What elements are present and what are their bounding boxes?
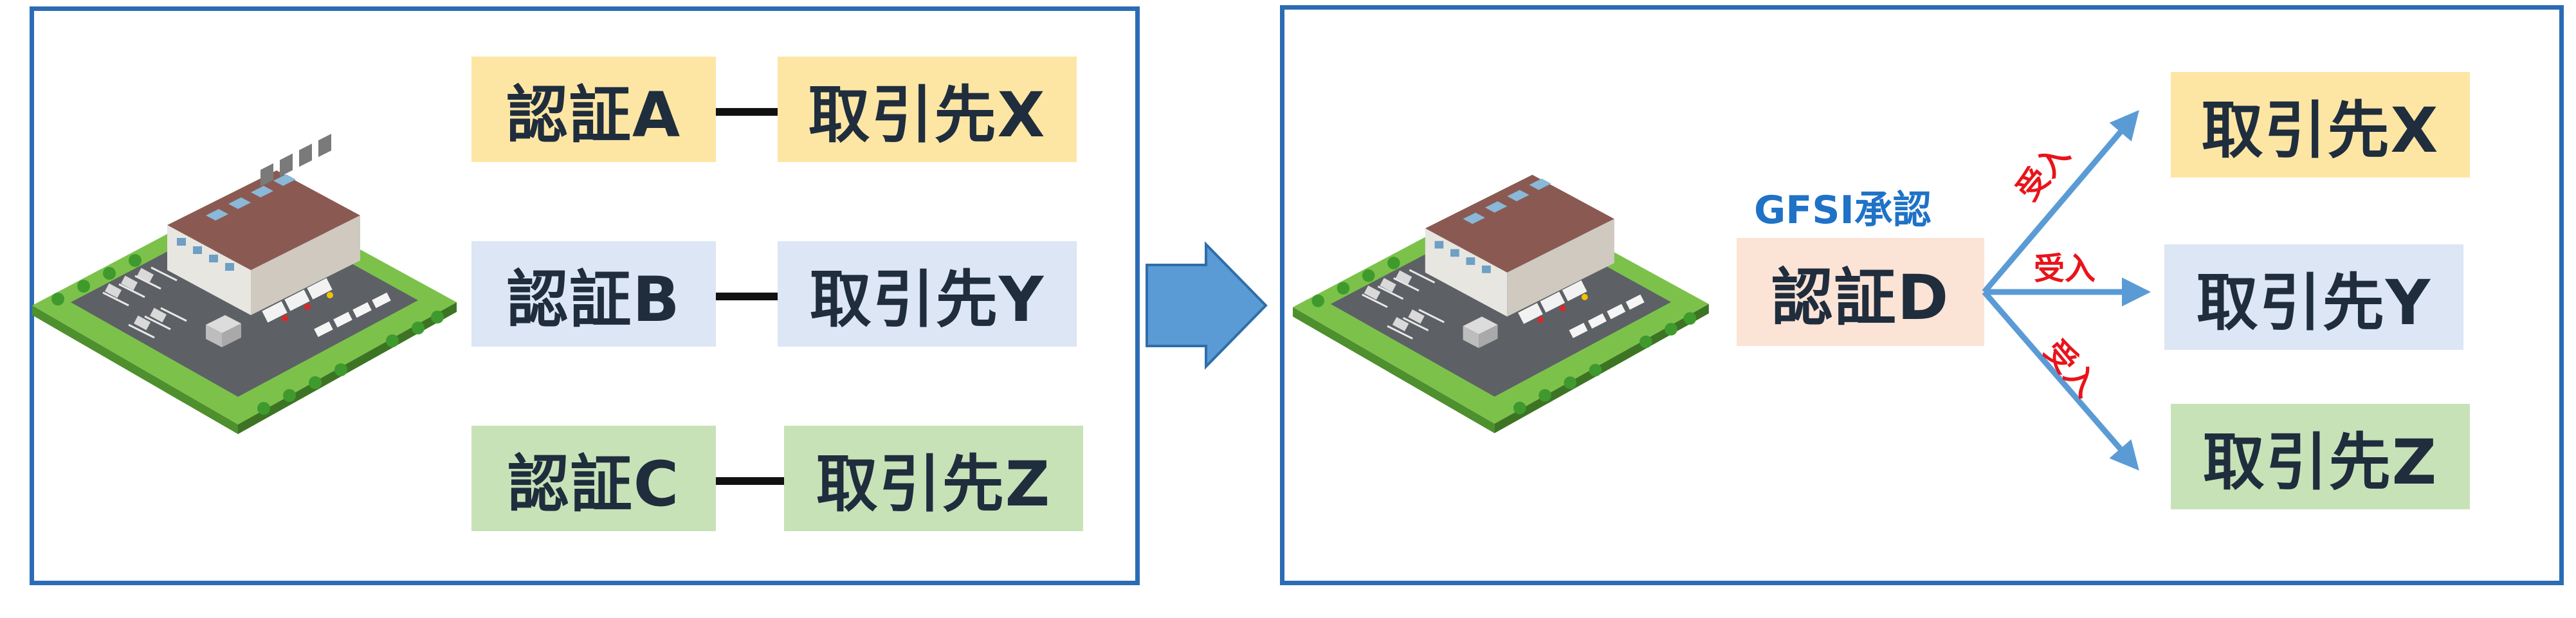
cert-d-label: 認証D bbox=[1771, 261, 1950, 334]
partner-x-box: 取引先X bbox=[778, 57, 1077, 162]
partner-y-box-right: 取引先Y bbox=[2164, 244, 2463, 350]
connector-b-y bbox=[716, 293, 778, 300]
partner-x-label: 取引先X bbox=[808, 78, 1046, 151]
gfsi-approval-label: GFSI承認 bbox=[1754, 188, 1932, 233]
cert-a-label: 認証A bbox=[506, 78, 682, 151]
cert-b-label: 認証B bbox=[506, 263, 681, 336]
partner-z-label: 取引先Z bbox=[816, 448, 1052, 520]
partner-x-box-right: 取引先X bbox=[2171, 72, 2470, 177]
partner-y-label-right: 取引先Y bbox=[2196, 266, 2432, 339]
arrow-to-x bbox=[1982, 110, 2139, 294]
connector-a-x bbox=[716, 108, 778, 116]
partner-z-box-right: 取引先Z bbox=[2171, 404, 2470, 509]
cert-c-box: 認証C bbox=[471, 426, 716, 531]
arrow-to-z bbox=[1982, 290, 2139, 471]
cert-a-box: 認証A bbox=[471, 57, 716, 162]
cert-d-box: 認証D bbox=[1737, 238, 1984, 346]
partner-x-label-right: 取引先X bbox=[2201, 94, 2440, 167]
cert-c-label: 認証C bbox=[507, 448, 681, 520]
accept-label-y: 受入 bbox=[2034, 251, 2096, 287]
cert-b-box: 認証B bbox=[471, 241, 716, 347]
partner-y-label: 取引先Y bbox=[809, 263, 1045, 336]
connector-c-z bbox=[716, 477, 784, 485]
partner-y-box: 取引先Y bbox=[778, 241, 1077, 347]
partner-z-label-right: 取引先Z bbox=[2202, 426, 2438, 498]
partner-z-box: 取引先Z bbox=[784, 426, 1083, 531]
